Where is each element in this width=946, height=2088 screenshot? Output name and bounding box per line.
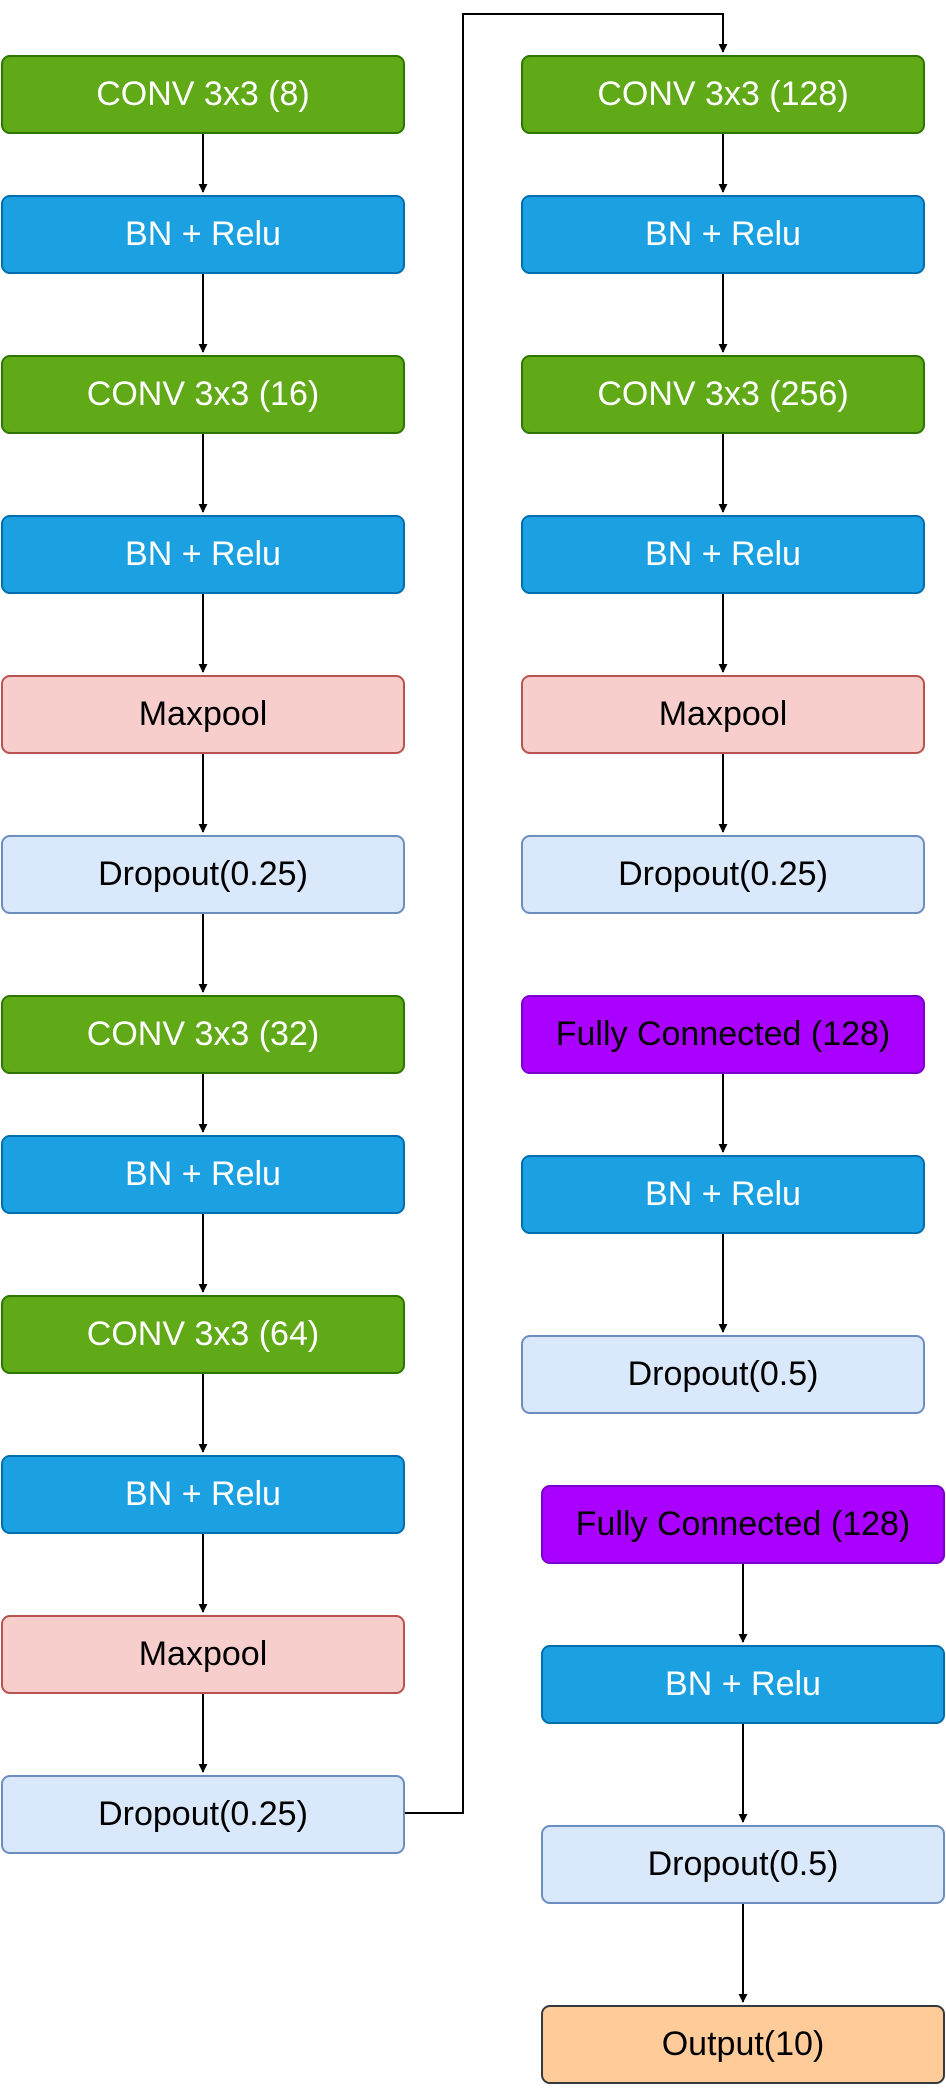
bn-relu-node: BN + Relu	[1, 1455, 405, 1534]
dropout-node: Dropout(0.5)	[521, 1335, 925, 1414]
bn-relu-node: BN + Relu	[1, 515, 405, 594]
fully-connected-node: Fully Connected (128)	[541, 1485, 945, 1564]
bn-relu-node: BN + Relu	[1, 195, 405, 274]
conv-node: CONV 3x3 (8)	[1, 55, 405, 134]
maxpool-node: Maxpool	[1, 1615, 405, 1694]
dropout-node: Dropout(0.25)	[1, 1775, 405, 1854]
output-node: Output(10)	[541, 2005, 945, 2084]
dropout-node: Dropout(0.5)	[541, 1825, 945, 1904]
maxpool-node: Maxpool	[1, 675, 405, 754]
connector-left-to-right	[405, 13, 728, 1814]
bn-relu-node: BN + Relu	[521, 1155, 925, 1234]
conv-node: CONV 3x3 (64)	[1, 1295, 405, 1374]
maxpool-node: Maxpool	[521, 675, 925, 754]
conv-node: CONV 3x3 (32)	[1, 995, 405, 1074]
bn-relu-node: BN + Relu	[521, 195, 925, 274]
bn-relu-node: BN + Relu	[1, 1135, 405, 1214]
conv-node: CONV 3x3 (16)	[1, 355, 405, 434]
fully-connected-node: Fully Connected (128)	[521, 995, 925, 1074]
conv-node: CONV 3x3 (256)	[521, 355, 925, 434]
dropout-node: Dropout(0.25)	[1, 835, 405, 914]
conv-node: CONV 3x3 (128)	[521, 55, 925, 134]
bn-relu-node: BN + Relu	[541, 1645, 945, 1724]
dropout-node: Dropout(0.25)	[521, 835, 925, 914]
bn-relu-node: BN + Relu	[521, 515, 925, 594]
